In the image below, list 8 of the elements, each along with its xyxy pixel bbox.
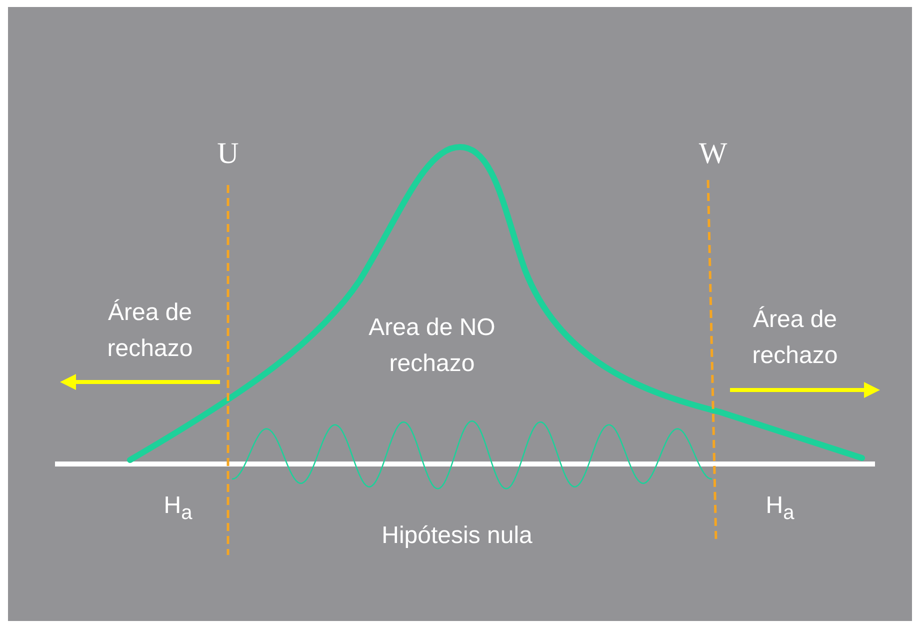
region-label: Área de rechazo (106, 298, 194, 364)
boundary-label: W (698, 136, 728, 172)
boundary-label: U (216, 136, 240, 172)
hypothesis-label: H$_{a}$ (162, 491, 194, 526)
hypothesis-label: H$_{a}$ (764, 491, 796, 526)
region-label: Área de rechazo (751, 305, 839, 371)
region-label: Area de NO rechazo (368, 313, 496, 379)
hypothesis-label: Hipótesis nula (380, 521, 534, 551)
